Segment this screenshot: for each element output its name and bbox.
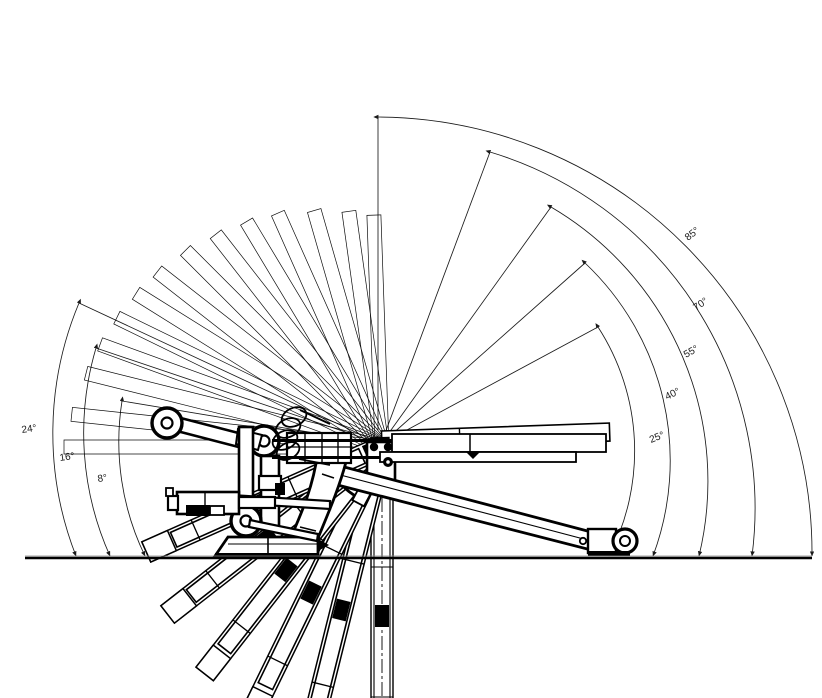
arc-24 <box>52 298 81 557</box>
arc-55 <box>546 204 709 557</box>
ground-reference-line <box>25 555 812 560</box>
arc-25 <box>595 323 636 557</box>
arc-70 <box>485 150 756 557</box>
angle-label-25: 25° <box>648 430 666 446</box>
ground-wheel-assembly <box>578 527 639 556</box>
angle-label-40: 40° <box>663 386 681 403</box>
lower-diagonal-tie <box>247 518 320 543</box>
arc-8 <box>118 396 146 557</box>
rail-link-pin <box>383 457 393 467</box>
angle-label-70: 70° <box>692 296 711 314</box>
hydraulic-cylinder-lower <box>165 487 277 516</box>
horizontal-rail-beam <box>272 433 607 463</box>
mast-positioner-assembly <box>150 406 639 558</box>
arc-40 <box>581 259 671 557</box>
angle-label-8: 8° <box>97 473 108 485</box>
angle-label-24: 24° <box>21 423 38 436</box>
boom-travel-ghost-layer <box>63 208 390 455</box>
angle-label-85: 85° <box>683 225 702 243</box>
arc-16 <box>83 343 111 557</box>
angle-label-55: 55° <box>682 344 701 361</box>
arc-85 <box>373 114 815 557</box>
angle-label-16: 16° <box>59 451 76 464</box>
boom-vertical-0 <box>370 446 394 698</box>
idler-sheave-upper <box>150 406 184 440</box>
right-leader-lines <box>377 117 599 445</box>
